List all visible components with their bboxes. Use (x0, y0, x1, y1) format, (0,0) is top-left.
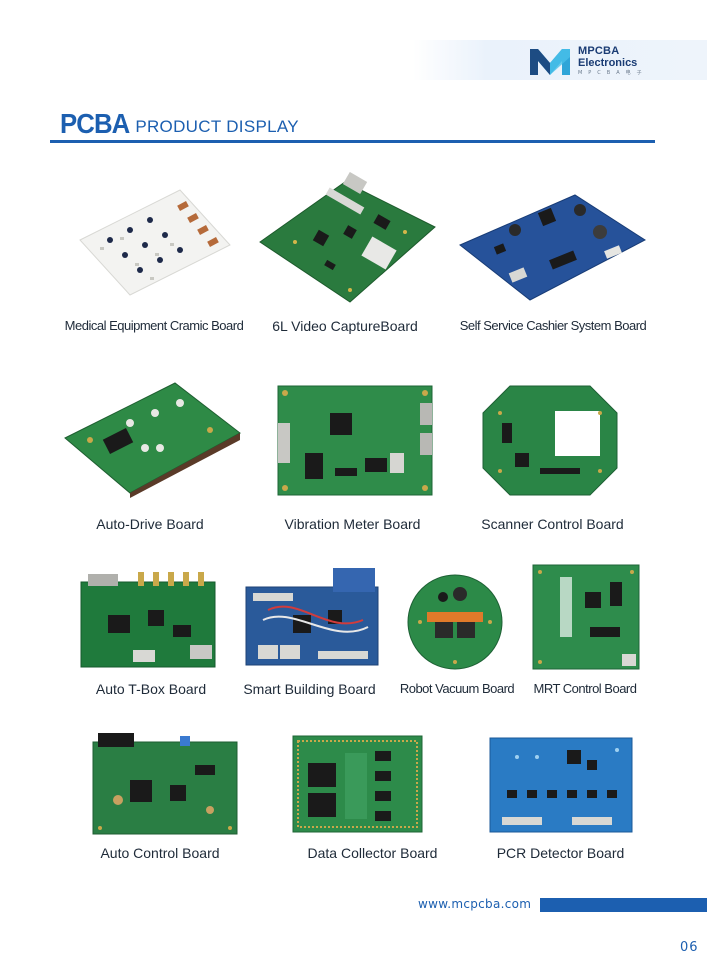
product-caption: Auto T-Box Board (95, 681, 207, 697)
product-image-video-capture-board (259, 172, 436, 303)
product-image-auto-tbox-board (80, 572, 216, 668)
product-image-auto-control-board (92, 733, 238, 835)
product-image-data-collector-board (292, 735, 423, 833)
product-caption: 6L Video CaptureBoard (272, 318, 418, 334)
page-title-sub: PRODUCT DISPLAY (135, 117, 299, 136)
product-caption: Data Collector Board (307, 845, 438, 861)
brand-logo: MPCBA Electronics M P C B A 电 子 (528, 44, 707, 78)
product-caption: Scanner Control Board (481, 516, 624, 532)
brand-name-line2: Electronics (578, 57, 638, 69)
product-image-pcr-detector-board (489, 737, 633, 833)
page-title-main: PCBA (60, 108, 130, 139)
product-caption: Vibration Meter Board (284, 516, 421, 532)
product-image-robot-vacuum-board (407, 574, 503, 670)
product-caption: Auto Control Board (100, 845, 220, 861)
product-image-medical-board (79, 189, 231, 296)
title-divider (50, 140, 655, 143)
product-caption: Smart Building Board (243, 681, 376, 697)
product-caption: PCR Detector Board (496, 845, 625, 861)
product-image-cashier-board (459, 194, 646, 301)
footer-accent-bar (540, 898, 707, 912)
mpcba-logo-icon (530, 49, 570, 75)
product-caption: Medical Equipment Cramic Board (64, 318, 244, 333)
page-title: PCBA PRODUCT DISPLAY (60, 108, 299, 140)
product-image-scanner-control-board (482, 385, 618, 496)
page-number: 06 (680, 940, 699, 955)
brand-name: MPCBA (578, 45, 620, 57)
product-image-auto-drive-board (64, 382, 241, 498)
product-image-vibration-meter-board (277, 385, 433, 496)
product-image-mrt-control-board (532, 564, 640, 670)
brand-tagline: M P C B A 电 子 (578, 70, 644, 76)
product-caption: Robot Vacuum Board (399, 681, 515, 696)
product-caption: Self Service Cashier System Board (459, 318, 647, 333)
website-link[interactable]: www.mcpcba.com (418, 897, 532, 911)
product-caption: Auto-Drive Board (96, 516, 204, 532)
product-caption: MRT Control Board (533, 681, 637, 696)
product-image-smart-building-board (245, 568, 379, 666)
